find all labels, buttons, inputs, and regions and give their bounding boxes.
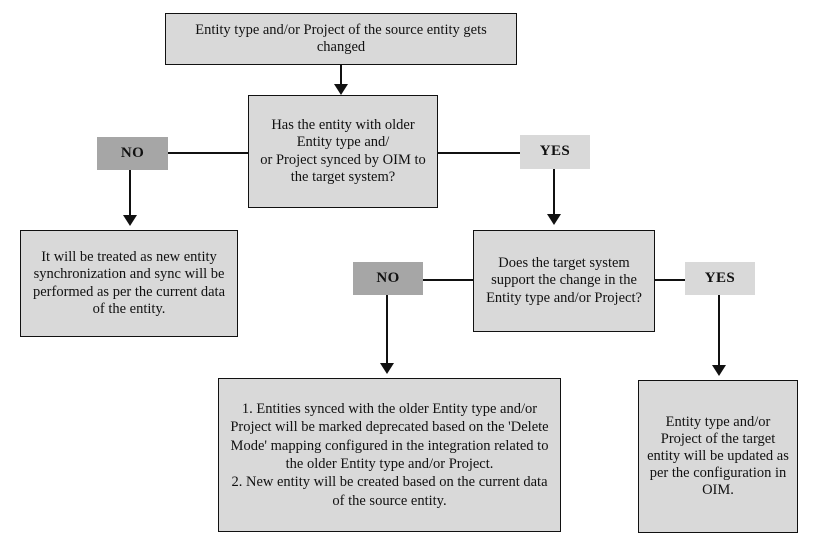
- edge-yes1-to-decision2: [553, 169, 555, 217]
- node-result-deprecate-and-create: 1. Entities synced with the older Entity…: [218, 378, 561, 532]
- label-decision2-no: NO: [353, 262, 423, 295]
- arrowhead-yes1-to-decision2: [547, 214, 561, 225]
- node-start: Entity type and/or Project of the source…: [165, 13, 517, 65]
- label-decision2-yes: YES: [685, 262, 755, 295]
- arrowhead-no1-to-result: [123, 215, 137, 226]
- edge-yes2-to-result: [718, 295, 720, 367]
- arrowhead-no2-to-result: [380, 363, 394, 374]
- node-decision-synced-by-oim: Has the entity with older Entity type an…: [248, 95, 438, 208]
- edge-start-to-decision1: [340, 65, 342, 88]
- node-result-new-entity-sync: It will be treated as new entity synchro…: [20, 230, 238, 337]
- arrowhead-start-to-decision1: [334, 84, 348, 95]
- edge-decision2-to-no: [423, 279, 473, 281]
- edge-no1-to-result: [129, 170, 131, 218]
- edge-decision2-to-yes: [655, 279, 685, 281]
- node-result-update-target-entity: Entity type and/or Project of the target…: [638, 380, 798, 533]
- arrowhead-yes2-to-result: [712, 365, 726, 376]
- label-decision1-no: NO: [97, 137, 168, 170]
- edge-no2-to-result: [386, 295, 388, 365]
- node-decision-target-supports-change: Does the target system support the chang…: [473, 230, 655, 332]
- label-decision1-yes: YES: [520, 135, 590, 169]
- edge-decision1-to-yes: [438, 152, 520, 154]
- edge-decision1-to-no: [168, 152, 248, 154]
